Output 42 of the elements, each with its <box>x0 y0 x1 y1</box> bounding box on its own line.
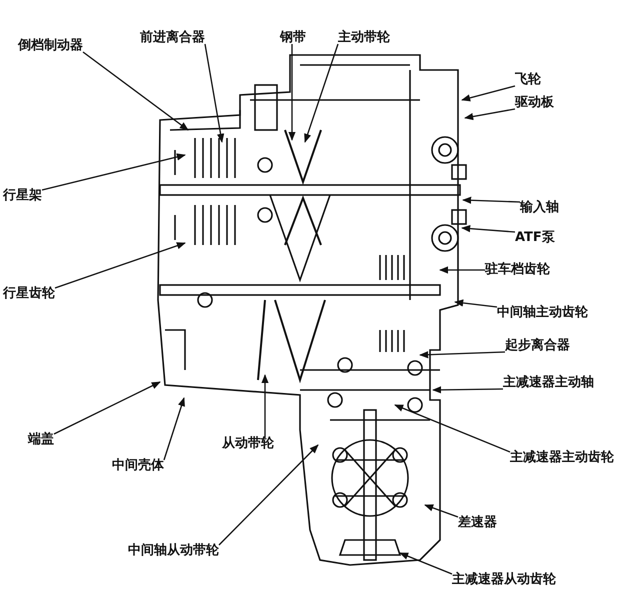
part-label: 主减速器主动轴 <box>503 375 594 391</box>
part-label: 行星齿轮 <box>3 286 55 302</box>
leader-line <box>419 351 506 358</box>
part-label: 驱动板 <box>515 95 554 111</box>
leader-line <box>204 44 224 143</box>
leader-line <box>461 85 516 102</box>
leader-line <box>462 196 520 204</box>
part-label: 从动带轮 <box>222 436 274 452</box>
part-label: 钢带 <box>280 30 306 46</box>
leader-line <box>82 51 189 131</box>
leader-line <box>54 381 161 435</box>
leader-line <box>439 266 485 274</box>
part-label: 主减速器从动齿轮 <box>452 572 556 588</box>
part-label: 中间轴从动带轮 <box>128 543 219 559</box>
leader-line <box>424 504 458 518</box>
leader-line <box>304 44 339 143</box>
leader-line <box>54 242 186 289</box>
leader-line <box>42 153 186 191</box>
part-label: 差速器 <box>458 515 497 531</box>
leader-line <box>399 552 452 575</box>
part-label: 起步离合器 <box>505 338 570 354</box>
leader-line <box>461 224 516 233</box>
part-label: 行星架 <box>3 188 42 204</box>
leader-line <box>288 44 296 141</box>
leader-line <box>454 299 498 308</box>
leader-line <box>394 404 510 453</box>
leader-line <box>163 397 185 460</box>
part-label: 前进离合器 <box>140 30 205 46</box>
part-label: ATF泵 <box>515 230 555 246</box>
part-label: 输入轴 <box>520 200 559 216</box>
leader-line <box>218 444 319 546</box>
part-label: 主动带轮 <box>338 30 390 46</box>
part-label: 端盖 <box>28 432 54 448</box>
part-label: 中间轴主动齿轮 <box>497 305 588 321</box>
leader-line <box>261 374 269 438</box>
part-label: 驻车档齿轮 <box>485 262 550 278</box>
part-label: 主减速器主动齿轮 <box>510 450 614 466</box>
part-label: 中间壳体 <box>112 458 164 474</box>
leader-line <box>432 386 503 394</box>
leader-line <box>464 108 516 120</box>
part-label: 倒档制动器 <box>18 38 83 54</box>
part-label: 飞轮 <box>515 72 541 88</box>
